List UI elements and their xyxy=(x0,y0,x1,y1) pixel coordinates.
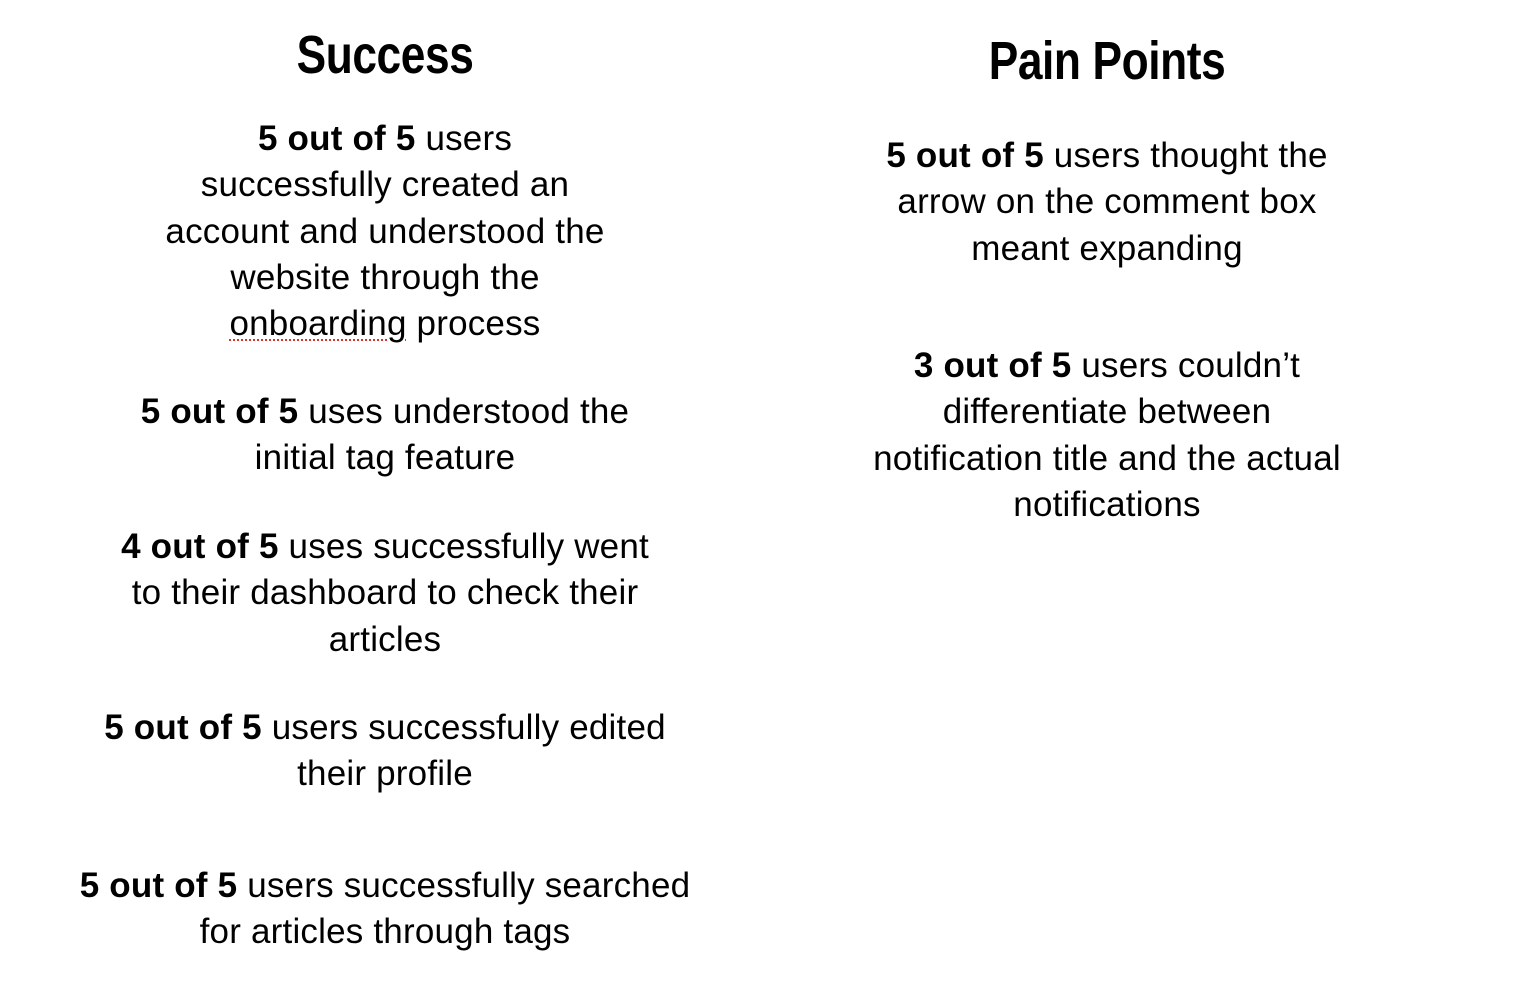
finding-text: process xyxy=(406,304,541,344)
finding-text: users successfully searched for articles… xyxy=(199,866,691,952)
success-finding-dashboard: 4 out of 5 uses successfully went to the… xyxy=(120,524,650,663)
pain-point-comment-arrow: 5 out of 5 users thought the arrow on th… xyxy=(857,133,1357,272)
success-heading: Success xyxy=(296,25,474,85)
finding-stat: 3 out of 5 xyxy=(913,346,1072,385)
finding-text: users successfully created an account an… xyxy=(165,119,605,297)
finding-stat: 4 out of 5 xyxy=(121,527,279,566)
success-finding-tag-search: 5 out of 5 users successfully searched f… xyxy=(60,863,710,956)
pain-point-notifications: 3 out of 5 users couldn’t differentiate … xyxy=(857,343,1357,528)
finding-text: uses successfully went to their dashboar… xyxy=(131,527,649,659)
finding-text: uses understood the initial tag feature xyxy=(254,392,630,478)
finding-text: users thought the arrow on the comment b… xyxy=(897,136,1328,268)
finding-stat: 5 out of 5 xyxy=(104,708,262,747)
spellcheck-flagged-word: onboarding xyxy=(229,304,407,344)
success-finding-tag-feature: 5 out of 5 uses understood the initial t… xyxy=(120,389,650,482)
finding-text: users couldn’t differentiate between not… xyxy=(873,346,1341,524)
pain-points-heading: Pain Points xyxy=(988,31,1226,91)
success-finding-onboarding: 5 out of 5 users successfully created an… xyxy=(160,116,610,347)
finding-text: users successfully edited their profile xyxy=(261,708,666,794)
finding-stat: 5 out of 5 xyxy=(79,866,238,905)
success-finding-profile: 5 out of 5 users successfully edited the… xyxy=(100,705,670,798)
finding-stat: 5 out of 5 xyxy=(886,136,1044,175)
finding-stat: 5 out of 5 xyxy=(257,119,416,158)
finding-stat: 5 out of 5 xyxy=(140,392,299,431)
